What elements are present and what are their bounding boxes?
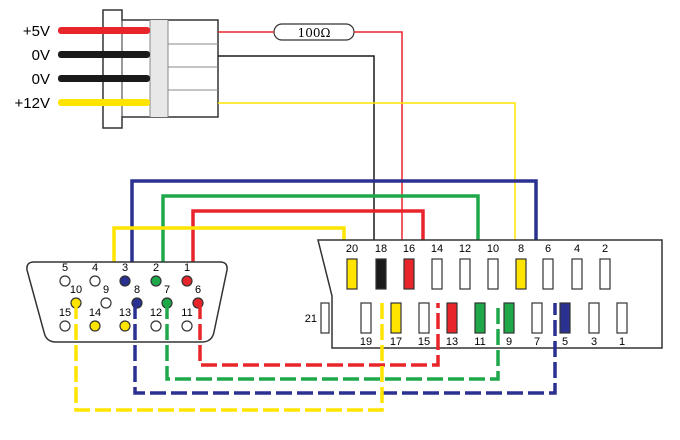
scart-pin-19 [360, 302, 372, 334]
lead-12v-wire [58, 99, 150, 106]
scart-pin-label-15: 15 [418, 336, 430, 348]
scart-pin-label-9: 9 [506, 336, 512, 348]
wire-red-bottom [198, 303, 440, 367]
scart-pin-label-17: 17 [390, 336, 402, 348]
scart-pin-label-5: 5 [562, 336, 568, 348]
scart-pin-label-6: 6 [545, 243, 551, 255]
vga-pin-label-6: 6 [195, 284, 201, 296]
label-0v-a: 0V [32, 47, 50, 64]
scart-pin-2 [599, 258, 611, 290]
scart-pin-8 [515, 258, 527, 290]
vga-pin-1 [181, 275, 193, 287]
vga-pin-label-14: 14 [89, 307, 101, 319]
resistor-label: 100Ω [298, 26, 331, 40]
vga-pin-label-4: 4 [92, 262, 98, 274]
vga-pin-label-13: 13 [119, 307, 131, 319]
scart-pin-12 [459, 258, 471, 290]
wire-blue-bottom [133, 303, 557, 395]
vga-pin-14 [89, 320, 101, 332]
scart-pin-label-2: 2 [602, 243, 608, 255]
scart-pin-label-13: 13 [446, 336, 458, 348]
scart-pin-16 [403, 258, 415, 290]
vga-pin-12 [150, 320, 162, 332]
vga-pin-2 [150, 275, 162, 287]
scart-pin-1 [616, 302, 628, 334]
scart-pins: 20 18 16 14 12 10 8 6 4 2 19 17 15 13 11 9 7 5 3 1 [346, 243, 628, 348]
scart-pin-3 [588, 302, 600, 334]
scart-pin-label-8: 8 [518, 243, 524, 255]
scart-pin-label-14: 14 [431, 243, 443, 255]
scart-pin-label-7: 7 [534, 336, 540, 348]
scart-pin-label-21: 21 [305, 313, 317, 325]
vga-pin-13 [119, 320, 131, 332]
lead-0v-wire-a [58, 51, 150, 58]
vga-pin-label-9: 9 [103, 284, 109, 296]
scart-pin-21-slot [320, 302, 330, 334]
vga-pin-4 [89, 275, 101, 287]
scart-pin-20 [346, 258, 358, 290]
scart-pin-label-12: 12 [459, 243, 471, 255]
wire-0v-to-scart-18 [218, 55, 375, 264]
vga-pin-5 [59, 275, 71, 287]
scart-pin-label-10: 10 [487, 243, 499, 255]
scart-pin-label-11: 11 [474, 336, 485, 348]
wire-yellow-bottom [74, 303, 384, 412]
vga-pin-label-8: 8 [134, 284, 140, 296]
label-12v: +12V [15, 95, 50, 112]
vga-pin-label-7: 7 [164, 284, 170, 296]
scart-pin-10 [487, 258, 499, 290]
wire-resistor-to-scart-16 [354, 31, 403, 264]
wire-green-bottom [165, 303, 500, 381]
vga-pin-label-5: 5 [62, 262, 68, 274]
vga-pin-15 [59, 320, 71, 332]
vga-pin-label-11: 11 [181, 307, 192, 319]
molex-body-shade [150, 20, 168, 117]
vga-pin-9 [100, 297, 112, 309]
label-5v: +5V [23, 23, 50, 40]
scart-pin-label-4: 4 [574, 243, 580, 255]
vga-pin-label-15: 15 [59, 307, 71, 319]
signal-wires-bottom [74, 303, 557, 412]
scart-connector: 20 18 16 14 12 10 8 6 4 2 19 17 15 13 11 9 7 5 3 1 21 [305, 239, 663, 349]
vga-pin-label-3: 3 [122, 262, 128, 274]
scart-pin-14 [431, 258, 443, 290]
vga-connector: 5 4 3 2 1 10 9 8 7 6 15 14 13 12 11 [26, 261, 228, 343]
lead-0v-wire-b [58, 75, 150, 82]
label-0v-b: 0V [32, 71, 50, 88]
vga-pin-label-1: 1 [184, 262, 190, 274]
scart-pin-18 [375, 258, 387, 290]
resistor: 100Ω [273, 23, 355, 41]
scart-pin-9 [503, 302, 515, 334]
vga-pin-label-12: 12 [150, 307, 162, 319]
vga-pin-label-10: 10 [70, 284, 82, 296]
scart-pin-label-3: 3 [591, 336, 597, 348]
scart-pin-label-1: 1 [619, 336, 625, 348]
scart-pin-label-20: 20 [346, 243, 358, 255]
lead-5v-wire [58, 27, 150, 34]
scart-pin-6 [542, 258, 554, 290]
scart-pin-13 [446, 302, 458, 334]
scart-pin-4 [571, 258, 583, 290]
vga-pin-label-2: 2 [153, 262, 159, 274]
scart-pin-label-18: 18 [375, 243, 387, 255]
scart-pin-7 [531, 302, 543, 334]
wire-12v-to-scart-8 [218, 102, 516, 264]
scart-pin-15 [418, 302, 430, 334]
scart-pin-11 [474, 302, 486, 334]
scart-pin-5 [559, 302, 571, 334]
scart-pin-label-16: 16 [403, 243, 415, 255]
power-connector: +5V 0V 0V +12V [15, 9, 219, 129]
vga-pin-11 [181, 320, 193, 332]
scart-pin-label-19: 19 [360, 336, 372, 348]
vga-pins: 5 4 3 2 1 10 9 8 7 6 15 14 13 12 11 [59, 262, 204, 332]
vga-pin-3 [119, 275, 131, 287]
scart-pin-17 [390, 302, 402, 334]
vga-shell [26, 261, 228, 343]
